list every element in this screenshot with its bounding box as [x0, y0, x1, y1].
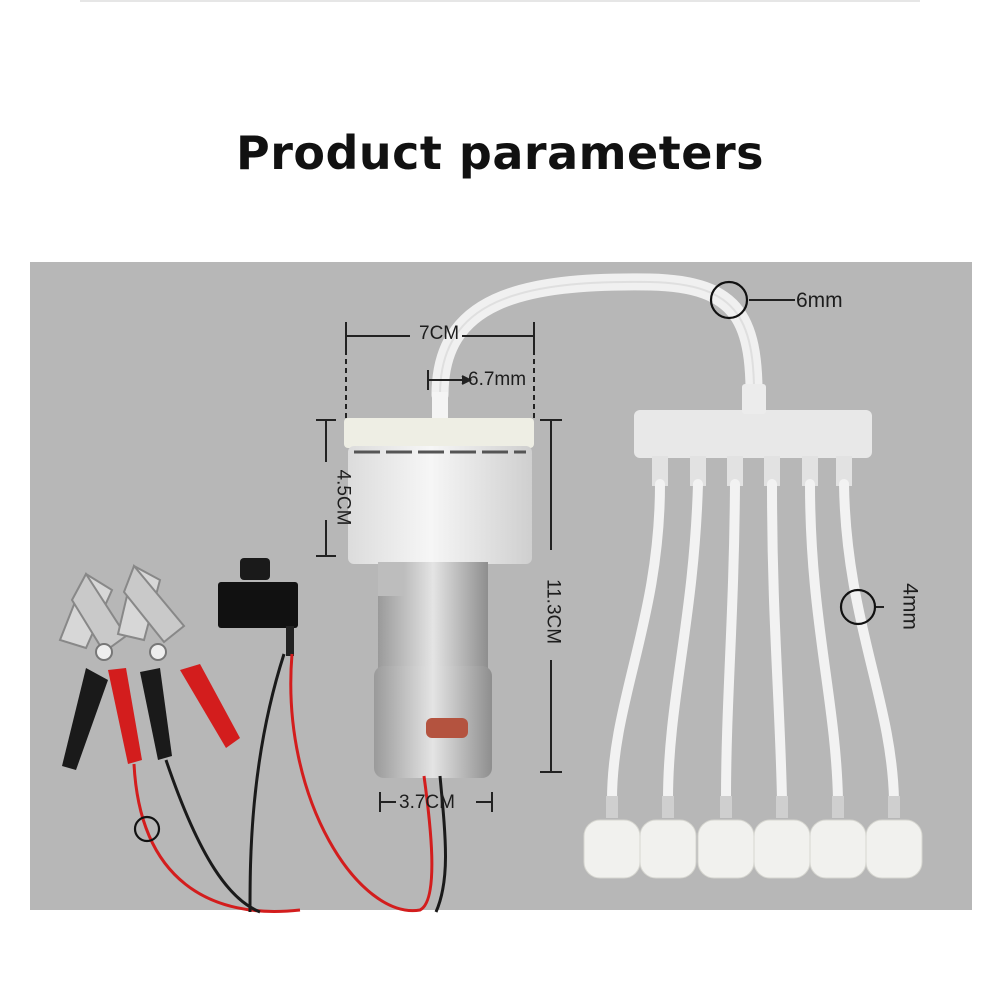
top-divider: [80, 0, 920, 2]
dimension-lines: [316, 299, 884, 812]
wires: [132, 653, 447, 914]
pump: [344, 392, 534, 778]
outlet-diameter-label: 6.7mm: [468, 369, 527, 390]
motor-width-label: 3.7CM: [399, 792, 455, 813]
main-air-tube: [431, 273, 763, 419]
pump-width-label: 7CM: [419, 323, 460, 344]
branch-tube-label: 4mm: [898, 583, 922, 630]
page-title: Product parameters: [235, 126, 765, 180]
alligator-clip-icon: [58, 564, 240, 770]
callout-circle-icon: [133, 280, 877, 843]
head-height-label: 4.5CM: [332, 469, 354, 526]
manifold: [634, 384, 872, 486]
air-stone-icon: [583, 819, 923, 879]
total-height-label: 11.3CM: [542, 578, 564, 645]
branch-tubes: [607, 479, 899, 805]
main-tube-label: 6mm: [796, 289, 843, 312]
switch-icon: [218, 558, 298, 656]
